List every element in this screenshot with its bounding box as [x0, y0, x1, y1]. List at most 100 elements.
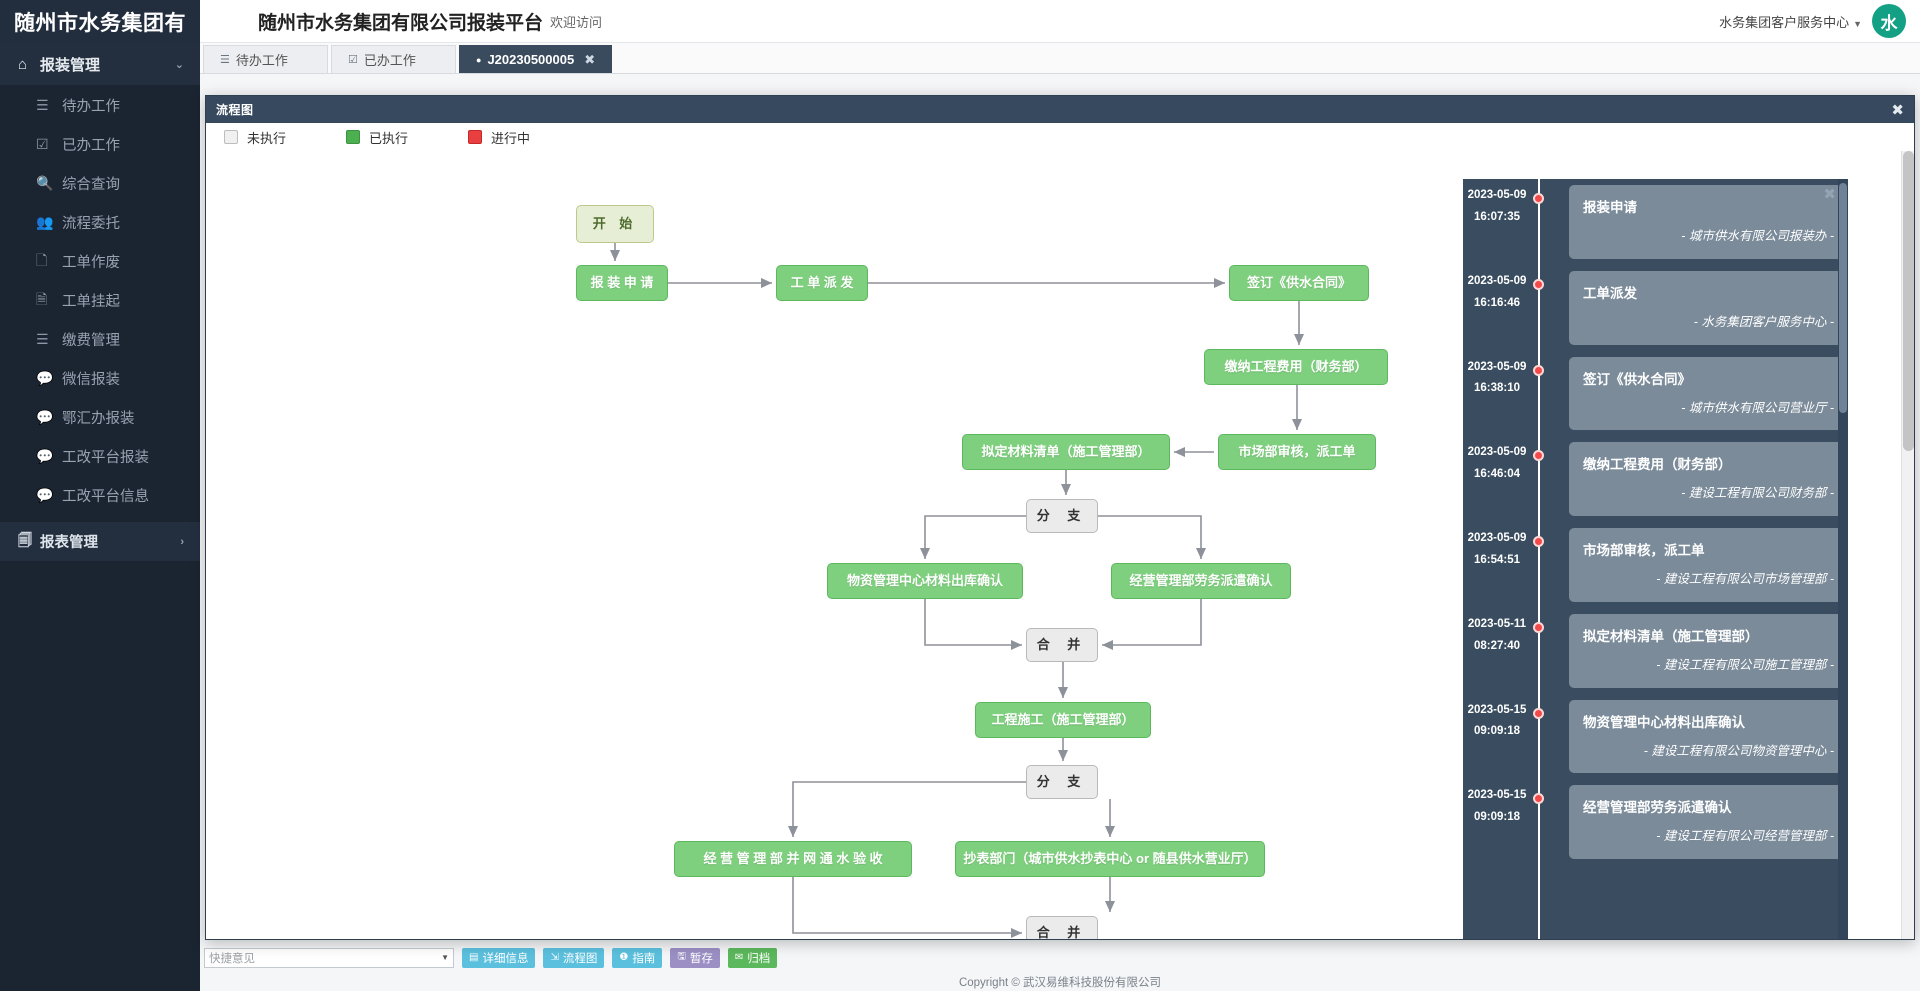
chevron-right-icon: › — [180, 535, 184, 548]
sidebar-section-label: 报表管理 — [40, 535, 98, 551]
sidebar-item-label: 缴费管理 — [62, 333, 120, 349]
tab-label: J20230500005 — [487, 52, 575, 67]
sidebar-item-10[interactable]: 💬工改平台信息 — [0, 476, 200, 515]
sidebar-group-baozhuang[interactable]: ⌂ 报装管理 ⌄ — [0, 43, 200, 86]
timeline-card-dept: - 建设工程有限公司物资管理中心 - — [1643, 743, 1834, 758]
process-timeline-panel[interactable]: ✖ 2023-05-09 16:07:35 报装申请- 城市供水有限公司报装办 - 2… — [1463, 179, 1848, 939]
timeline-card-title: 签订《供水合同》 — [1583, 371, 1691, 387]
sidebar-item-label: 工单挂起 — [62, 294, 120, 310]
avatar[interactable]: 水 — [1872, 4, 1906, 38]
timeline-date: 2023-05-15 — [1467, 703, 1527, 716]
tab-1[interactable]: ☑已办工作 — [331, 45, 456, 73]
toolbar-button-3[interactable]: 🖫暂存 — [670, 947, 720, 968]
flow-node-7[interactable]: 分 支 — [1026, 499, 1098, 533]
user-name: 水务集团客户服务中心 — [1719, 14, 1850, 30]
home-icon: ⌂ — [18, 55, 28, 73]
timeline-date: 2023-05-15 — [1467, 789, 1527, 802]
flow-node-5[interactable]: 市场部审核，派工单 — [1218, 434, 1376, 470]
flowchart-canvas[interactable]: 开 始报 装 申 请工 单 派 发签订《供水合同》缴纳工程费用（财务部）市场部审… — [206, 151, 1862, 939]
flow-node-10[interactable]: 合 并 — [1026, 628, 1098, 662]
timeline-dot — [1533, 536, 1544, 547]
flow-node-1[interactable]: 报 装 申 请 — [576, 265, 668, 301]
flow-node-13[interactable]: 经 营 管 理 部 并 网 通 水 验 收 — [674, 841, 912, 877]
timeline-card[interactable]: 缴纳工程费用（财务部）- 建设工程有限公司财务部 - — [1569, 442, 1848, 516]
close-icon[interactable]: ✖ — [1891, 101, 1904, 119]
timeline-date: 2023-05-09 — [1467, 189, 1527, 201]
close-icon[interactable]: ✖ — [1823, 186, 1836, 203]
timeline-card[interactable]: 报装申请- 城市供水有限公司报装办 - — [1569, 185, 1848, 259]
tab-0[interactable]: ☰待办工作 — [203, 45, 328, 73]
flow-node-2[interactable]: 工 单 派 发 — [776, 265, 868, 301]
header-subtitle: 欢迎访问 — [550, 14, 603, 30]
flow-node-0[interactable]: 开 始 — [576, 205, 654, 243]
sidebar-item-0[interactable]: ☰待办工作 — [0, 86, 200, 125]
sidebar-item-8[interactable]: 💬 鄂汇办报装 — [0, 398, 200, 437]
timeline-card[interactable]: 工单派发 - 水务集团客户服务中心 - — [1569, 270, 1848, 345]
timeline-card[interactable]: 经营管理部劳务派遣确认- 建设工程有限公司经营管理部 - — [1569, 785, 1848, 859]
sidebar-item-5[interactable]: 🗎工单挂起 — [0, 281, 200, 320]
sidebar-item-1[interactable]: ☑已办工作 — [0, 125, 200, 164]
timeline-card[interactable]: 市场部审核，派工单- 建设工程有限公司市场管理部 - — [1569, 528, 1848, 602]
timeline-date: 2023-05-09 — [1467, 360, 1527, 373]
sidebar-item-9[interactable]: 💬工改平台报装 — [0, 437, 200, 476]
toolbar-button-1[interactable]: ⇲流程图 — [543, 947, 605, 968]
flow-node-12[interactable]: 分 支 — [1026, 765, 1098, 799]
header: 随州市水务集团有限公司报装平台 欢迎访问 水务集团客户服务中心▼ 水 — [200, 0, 1920, 43]
sidebar-item-label: 综合查询 — [62, 177, 120, 193]
tab-2[interactable]: ●J20230500005✖ — [459, 45, 613, 73]
user-menu[interactable]: 水务集团客户服务中心▼ — [1719, 12, 1862, 31]
flow-node-6[interactable]: 拟定材料清单（施工管理部） — [962, 434, 1170, 470]
timeline-card[interactable]: 拟定材料清单（施工管理部）- 建设工程有限公司施工管理部 - — [1569, 613, 1848, 688]
timeline-card[interactable]: 物资管理中心材料出库确认- 建设工程有限公司物资管理中心 - — [1569, 699, 1848, 774]
sidebar-item-label: 鄂汇办报装 — [62, 411, 135, 427]
sidebar-item-3[interactable]: 👥流程委托 — [0, 203, 200, 242]
sidebar-item-baobiao-guanli[interactable]: 🗐 报表管理 › — [0, 521, 200, 562]
toolbar-button-4[interactable]: ✉归档 — [727, 947, 778, 968]
sidebar-item-7[interactable]: 💬微信报装 — [0, 359, 200, 398]
sidebar-item-label: 已办工作 — [62, 138, 120, 154]
sidebar: 随州市水务集团有 ⌂ 报装管理 ⌄ ☰待办工作☑已办工作🔍综合查询👥流程委托🗋工… — [0, 0, 200, 991]
sidebar-item-2[interactable]: 🔍综合查询 — [0, 164, 200, 203]
timeline-date: 2023-05-09 — [1467, 446, 1527, 459]
quick-opinion-select[interactable]: 快捷意见 ▼ — [204, 947, 454, 968]
modal-title: 流程图 — [216, 103, 254, 117]
timeline-card-title: 拟定材料清单（施工管理部） — [1583, 628, 1759, 644]
footer-copyright: Copyright © 武汉易维科技股份有限公司 — [200, 972, 1920, 991]
timeline-card-dept: - 建设工程有限公司财务部 - — [1681, 486, 1834, 501]
page-title: 随州市水务集团有限公司报装平台 — [258, 12, 544, 34]
canvas-scrollbar[interactable] — [1901, 151, 1914, 939]
menu-icon: 💬 — [36, 409, 54, 425]
brand-title: 随州市水务集团有 — [0, 0, 200, 43]
timeline-card-dept: - 建设工程有限公司市场管理部 - — [1656, 572, 1834, 586]
canvas-scroll-thumb[interactable] — [1903, 151, 1914, 451]
flow-node-4[interactable]: 缴纳工程费用（财务部） — [1204, 349, 1388, 385]
toolbar-button-0[interactable]: ▤详细信息 — [462, 947, 536, 968]
button-icon: ⇲ — [550, 952, 559, 963]
sidebar-item-6[interactable]: ☰缴费管理 — [0, 320, 200, 359]
timeline-card-dept: - 水务集团客户服务中心 - — [1693, 314, 1834, 329]
timeline-scroll-thumb[interactable] — [1839, 183, 1847, 413]
flow-node-9[interactable]: 经营管理部劳务派遣确认 — [1111, 563, 1291, 599]
flow-node-8[interactable]: 物资管理中心材料出库确认 — [827, 563, 1023, 599]
legend-label: 已执行 — [369, 130, 409, 146]
timeline-time: 16:07:35 — [1473, 210, 1521, 223]
flow-node-3[interactable]: 签订《供水合同》 — [1229, 265, 1369, 301]
timeline-card[interactable]: 签订《供水合同》- 城市供水有限公司营业厅 - — [1569, 356, 1848, 431]
flow-node-14[interactable]: 抄表部门（城市供水抄表中心 or 随县供水营业厅） — [955, 841, 1265, 877]
flow-node-15[interactable]: 合 并 — [1026, 916, 1098, 939]
timeline-dot — [1533, 193, 1544, 204]
timeline-date: 2023-05-09 — [1467, 274, 1527, 287]
quick-opinion-placeholder: 快捷意见 — [209, 952, 255, 965]
sidebar-item-4[interactable]: 🗋工单作废 — [0, 242, 200, 281]
close-icon[interactable]: ✖ — [584, 51, 596, 67]
flow-node-11[interactable]: 工程施工（施工管理部） — [975, 702, 1151, 738]
timeline-scrollbar[interactable] — [1838, 179, 1848, 939]
timeline-card-title: 工单派发 — [1583, 285, 1637, 301]
